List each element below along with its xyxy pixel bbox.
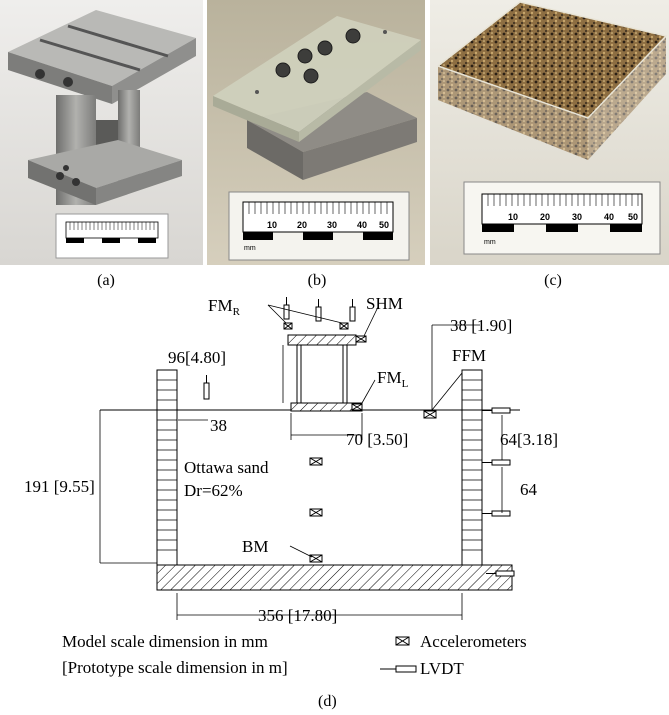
container-base: [156, 564, 513, 591]
photo-a-structure-model: [0, 0, 203, 265]
accelerometer-icon: [309, 508, 323, 517]
label-soil-name: Ottawa sand: [184, 458, 269, 477]
lvdt-horizontal-icon: [482, 459, 511, 466]
ruler-tick-c: 50: [628, 212, 638, 222]
ruler-tick-b: 40: [357, 220, 367, 230]
label-dim-38: 38: [210, 416, 227, 435]
lvdt-vertical-icon: [315, 299, 322, 322]
lvdt-vertical-icon: [203, 375, 210, 400]
legend-lvdt-icon: [380, 665, 417, 673]
label-fm-r-subscript: R: [233, 306, 241, 318]
caption-c: (c): [544, 272, 562, 289]
label-dim-height: 96[4.80]: [168, 348, 226, 367]
structure-footing: [290, 402, 363, 412]
lvdt-horizontal-icon: [482, 510, 511, 517]
photo-b-plate-model: mm 10 20 30 40 50: [207, 0, 425, 265]
label-dim-64: 64: [520, 480, 538, 499]
lvdt-horizontal-icon: [486, 570, 515, 577]
label-dim-191: 191 [9.55]: [24, 477, 95, 496]
structure-column-right: [342, 342, 348, 404]
accelerometer-icon: [351, 403, 363, 411]
label-bm: BM: [242, 537, 268, 556]
caption-a: (a): [97, 272, 115, 289]
ruler-tick-b: 20: [297, 220, 307, 230]
label-ffm: FFM: [452, 346, 486, 365]
label-dim-64-318: 64[3.18]: [500, 430, 558, 449]
leader-lines: [267, 304, 463, 558]
label-fm-r: FMR: [208, 296, 241, 318]
ruler-tick-c: 30: [572, 212, 582, 222]
label-fm-r-text: FM: [208, 296, 233, 315]
lvdt-vertical-icon: [283, 297, 290, 320]
label-dim-356: 356 [17.80]: [258, 606, 337, 625]
accelerometer-icon: [283, 322, 293, 330]
accelerometer-icon: [355, 335, 367, 343]
structure-deck: [287, 334, 357, 346]
label-soil-density: Dr=62%: [184, 481, 243, 500]
label-fm-l-text: FM: [377, 368, 402, 387]
label-shm: SHM: [366, 294, 403, 313]
accelerometer-icon: [309, 554, 323, 563]
ruler-tick-b: 30: [327, 220, 337, 230]
ruler-unit-b: mm: [244, 245, 256, 252]
ruler-tick-b: 10: [267, 220, 277, 230]
photo-c-sand-container: mm 10 20 30 40 50: [430, 0, 669, 265]
ruler-unit-c: mm: [484, 239, 496, 246]
container-right-wall: [461, 369, 483, 566]
centrifuge-model-diagram: FMR SHM 38 [1.90] FFM 96[4.80] FML 38 70…: [24, 294, 558, 710]
label-fm-l-subscript: L: [402, 378, 409, 390]
label-fm-l: FML: [377, 368, 409, 390]
caption-d: (d): [318, 693, 337, 710]
accelerometer-icon: [423, 410, 437, 419]
legend-accelerometer-icon: [395, 636, 410, 646]
ruler-tick-b: 50: [379, 220, 389, 230]
accelerometer-icon: [339, 322, 349, 330]
legend-lvdt: LVDT: [420, 659, 464, 678]
legend-accelerometers: Accelerometers: [420, 632, 527, 651]
lvdt-vertical-icon: [349, 299, 356, 322]
ruler-tick-c: 10: [508, 212, 518, 222]
accelerometer-icon: [309, 457, 323, 466]
dimension-lines: [99, 324, 503, 620]
lvdt-horizontal-icon: [482, 407, 511, 414]
legend-model-scale: Model scale dimension in mm: [62, 632, 268, 651]
ruler-tick-c: 20: [540, 212, 550, 222]
structure-column-left: [296, 342, 302, 404]
container-left-wall: [156, 369, 178, 566]
ruler-tick-c: 40: [604, 212, 614, 222]
label-dim-70: 70 [3.50]: [346, 430, 408, 449]
legend-prototype-scale: [Prototype scale dimension in m]: [62, 658, 288, 677]
caption-b: (b): [307, 272, 327, 289]
label-dim-top-right: 38 [1.90]: [450, 316, 512, 335]
